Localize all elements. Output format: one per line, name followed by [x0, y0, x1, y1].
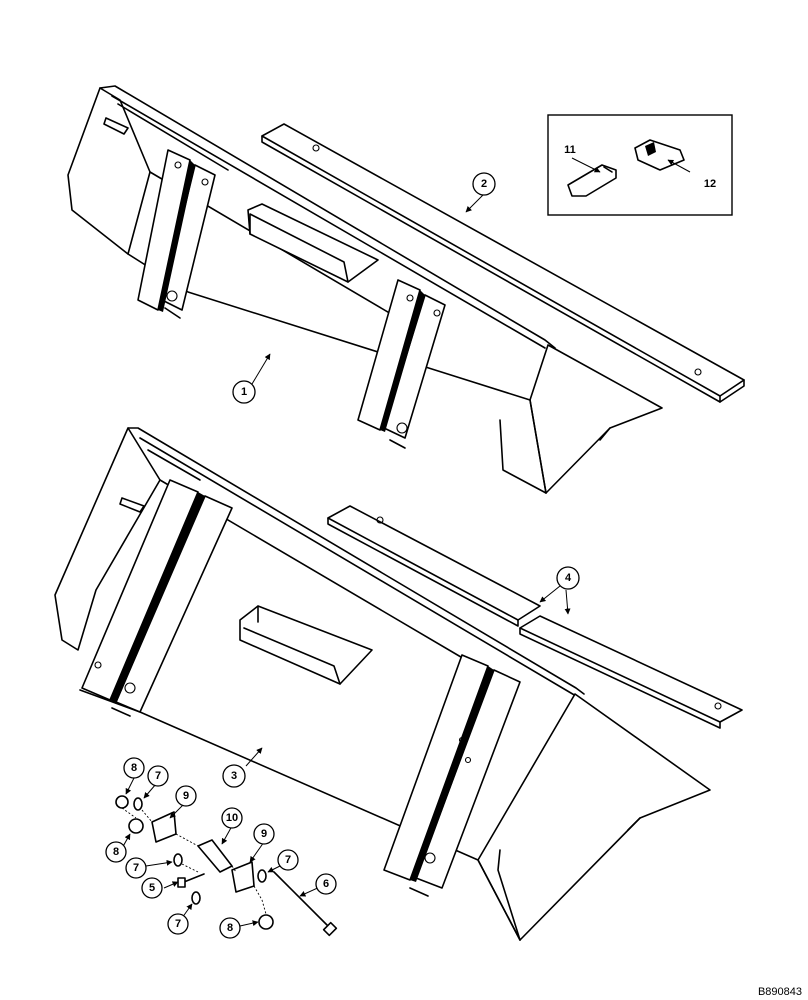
cutting-edge-upper — [261, 123, 745, 403]
svg-text:8: 8 — [227, 922, 233, 934]
drawing-id-label: B890843 — [757, 986, 802, 998]
callout-2: 2 — [472, 172, 496, 196]
bucket-lower — [54, 427, 711, 941]
svg-text:7: 7 — [133, 862, 139, 874]
bucket-upper — [67, 85, 663, 494]
svg-text:7: 7 — [155, 770, 161, 782]
svg-text:7: 7 — [175, 918, 181, 930]
svg-text:9: 9 — [183, 790, 189, 802]
svg-text:2: 2 — [481, 178, 487, 190]
tooth-inset-box — [547, 114, 733, 216]
svg-text:3: 3 — [231, 770, 237, 782]
callout-9-left: 9 — [175, 785, 197, 807]
callout-8-bottom: 8 — [219, 917, 241, 939]
svg-text:1: 1 — [241, 386, 247, 398]
hardware-kit — [115, 795, 338, 937]
callout-9-right: 9 — [253, 823, 275, 845]
callout-4: 4 — [556, 566, 580, 590]
svg-text:7: 7 — [285, 854, 291, 866]
callout-1: 1 — [232, 380, 256, 404]
svg-text:9: 9 — [261, 828, 267, 840]
svg-text:12: 12 — [704, 178, 716, 190]
svg-text:8: 8 — [113, 846, 119, 858]
callout-12: 12 — [704, 178, 716, 190]
callout-7-mid: 7 — [125, 857, 147, 879]
svg-text:8: 8 — [131, 762, 137, 774]
svg-text:11: 11 — [564, 144, 576, 156]
callout-6: 6 — [315, 873, 337, 895]
svg-text:5: 5 — [149, 882, 155, 894]
svg-text:10: 10 — [226, 812, 238, 824]
callout-11: 11 — [564, 144, 576, 156]
svg-text:6: 6 — [323, 878, 329, 890]
svg-text:4: 4 — [565, 572, 572, 584]
callout-3: 3 — [222, 764, 246, 788]
callout-7-bottom: 7 — [167, 913, 189, 935]
callout-8-top: 8 — [123, 757, 145, 779]
callout-5: 5 — [141, 877, 163, 899]
callout-8-left: 8 — [105, 841, 127, 863]
callout-7-right: 7 — [277, 849, 299, 871]
callout-7-top: 7 — [147, 765, 169, 787]
callout-10: 10 — [221, 807, 243, 829]
bolt-on-edges — [327, 505, 743, 729]
